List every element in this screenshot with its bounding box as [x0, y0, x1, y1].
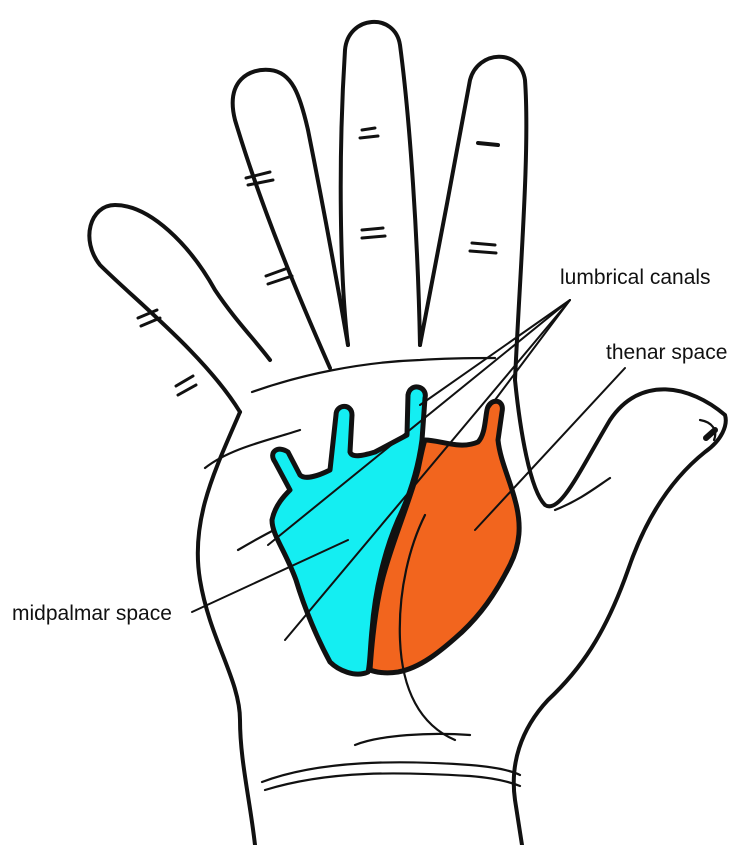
- label-thenar-space: thenar space: [606, 341, 727, 364]
- label-midpalmar-space: midpalmar space: [12, 602, 172, 625]
- index-finger: [420, 57, 526, 380]
- wrist-crease-1: [262, 762, 520, 782]
- little-finger: [89, 205, 270, 412]
- ring-finger: [233, 70, 348, 368]
- leader-lumbrical-3: [486, 300, 570, 412]
- thumb-and-radial-edge: [514, 380, 726, 845]
- ulnar-edge: [198, 412, 255, 845]
- distal-palmar-crease: [252, 358, 495, 392]
- middle-finger: [341, 22, 420, 345]
- label-lumbrical-canals: lumbrical canals: [560, 266, 711, 289]
- wrist-crease-2: [265, 773, 520, 790]
